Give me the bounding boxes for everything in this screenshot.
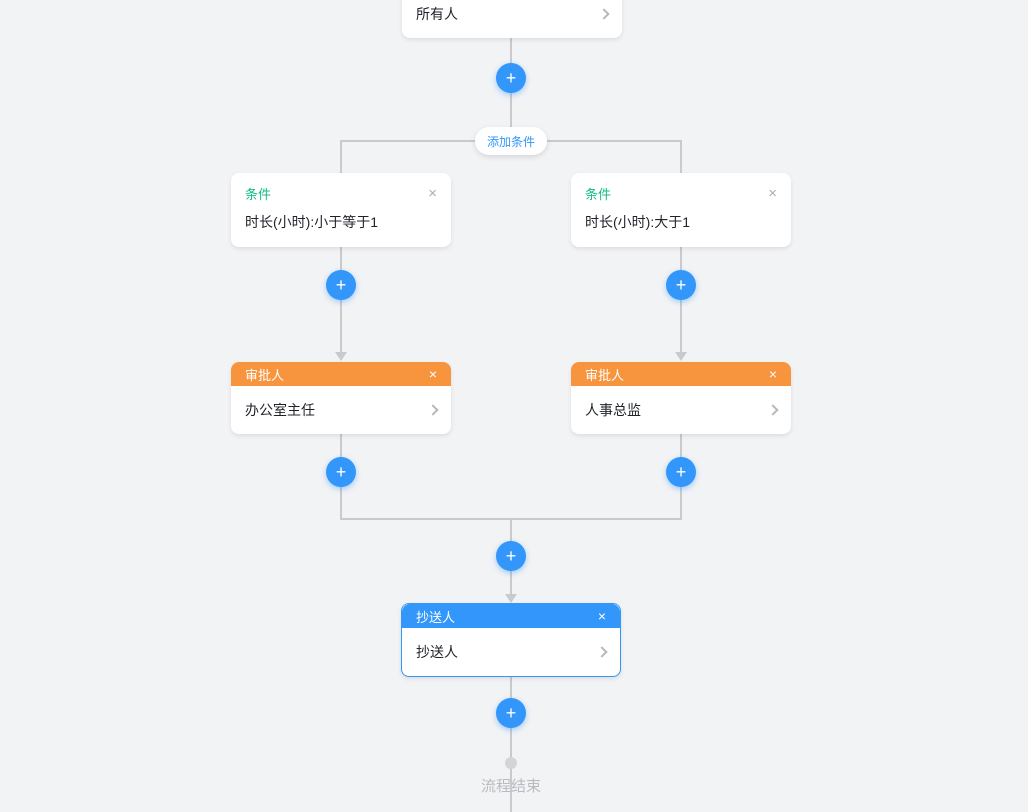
arrow-down-icon [505, 594, 517, 603]
add-node-button[interactable]: + [496, 541, 526, 571]
add-node-button[interactable]: + [326, 270, 356, 300]
plus-icon: + [335, 462, 347, 482]
plus-icon: + [505, 68, 517, 88]
connector-line [680, 140, 682, 175]
plus-icon: + [675, 275, 687, 295]
arrow-down-icon [675, 352, 687, 361]
chevron-right-icon [427, 404, 439, 416]
end-dot [505, 757, 517, 769]
start-node-card[interactable]: 所有人 [402, 0, 622, 38]
close-icon[interactable]: × [597, 608, 606, 624]
add-node-button[interactable]: + [496, 698, 526, 728]
plus-icon: + [505, 546, 517, 566]
plus-icon: + [505, 703, 517, 723]
approver-node-card[interactable]: 审批人 × 人事总监 [571, 362, 791, 434]
add-node-button[interactable]: + [666, 270, 696, 300]
plus-icon: + [675, 462, 687, 482]
approver-node-card[interactable]: 审批人 × 办公室主任 [231, 362, 451, 434]
add-condition-button[interactable]: 添加条件 [475, 127, 547, 155]
approver-content: 人事总监 [585, 402, 641, 418]
chevron-right-icon [767, 404, 779, 416]
approver-title: 审批人 [245, 367, 285, 383]
condition-content: 时长(小时):大于1 [585, 214, 690, 230]
plus-icon: + [335, 275, 347, 295]
arrow-down-icon [335, 352, 347, 361]
condition-title: 条件 [585, 187, 612, 202]
cc-content: 抄送人 [416, 644, 458, 660]
close-icon[interactable]: × [768, 185, 777, 202]
add-condition-label: 添加条件 [486, 134, 535, 149]
cc-title: 抄送人 [416, 609, 456, 625]
close-icon[interactable]: × [768, 366, 777, 382]
approver-content: 办公室主任 [245, 402, 315, 418]
add-node-button[interactable]: + [666, 457, 696, 487]
cc-node-card[interactable]: 抄送人 × 抄送人 [401, 603, 621, 677]
close-icon[interactable]: × [428, 185, 437, 202]
start-node-label: 所有人 [416, 6, 458, 22]
condition-content: 时长(小时):小于等于1 [245, 214, 378, 230]
condition-node-card[interactable]: 条件 × 时长(小时):大于1 [571, 173, 791, 247]
connector-line [510, 676, 512, 812]
add-node-button[interactable]: + [326, 457, 356, 487]
condition-title: 条件 [245, 187, 272, 202]
close-icon[interactable]: × [428, 366, 437, 382]
add-node-button[interactable]: + [496, 63, 526, 93]
process-end-label: 流程结束 [480, 778, 541, 795]
chevron-right-icon [598, 8, 610, 20]
condition-node-card[interactable]: 条件 × 时长(小时):小于等于1 [231, 173, 451, 247]
chevron-right-icon [596, 646, 608, 658]
connector-line [340, 140, 342, 175]
approver-title: 审批人 [585, 367, 625, 383]
